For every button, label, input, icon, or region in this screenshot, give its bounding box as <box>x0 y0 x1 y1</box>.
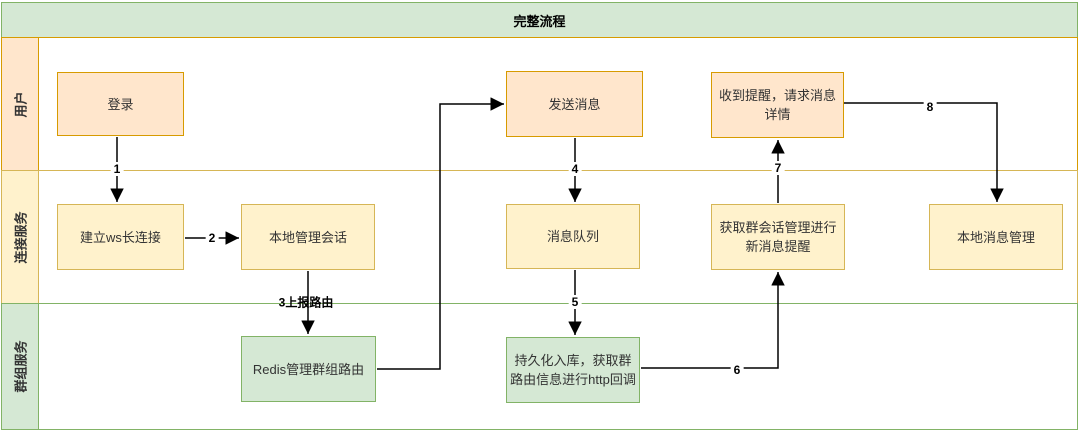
node-receive-notice-label-line2: 详情 <box>764 107 791 122</box>
pool-title-label: 完整流程 <box>513 13 566 29</box>
node-receive-notice-label-line1: 收到提醒，请求消息 <box>718 88 836 103</box>
node-local-session-label: 本地管理会话 <box>268 229 347 245</box>
edge-label-6[interactable]: 6 <box>730 363 744 377</box>
node-ws-connect-label: 建立ws长连接 <box>80 229 161 245</box>
edge-label-8[interactable]: 8 <box>923 100 937 114</box>
lane-group-service-header[interactable]: 群组服务 <box>2 304 39 429</box>
lane-user-header[interactable]: 用户 <box>2 38 39 170</box>
lane-connection-service-label: 连接服务 <box>13 210 29 264</box>
node-redis-route[interactable]: Redis管理群组路由 <box>241 336 376 402</box>
node-persist-label-line2: 路由信息进行http回调 <box>510 372 636 387</box>
node-receive-notice[interactable]: 收到提醒，请求消息 详情 <box>711 72 844 138</box>
edge-label-1[interactable]: 1 <box>110 162 124 176</box>
node-ws-connect[interactable]: 建立ws长连接 <box>57 204 184 270</box>
edge-label-2[interactable]: 2 <box>205 231 219 245</box>
node-local-session[interactable]: 本地管理会话 <box>241 204 375 270</box>
node-local-message[interactable]: 本地消息管理 <box>929 204 1063 270</box>
node-persist-label-line1: 持久化入库，获取群 <box>514 353 632 368</box>
node-persist[interactable]: 持久化入库，获取群 路由信息进行http回调 <box>506 337 640 403</box>
node-login[interactable]: 登录 <box>57 72 184 136</box>
node-redis-route-label: Redis管理群组路由 <box>252 361 365 377</box>
node-login-label: 登录 <box>107 96 134 112</box>
node-message-queue-label: 消息队列 <box>546 229 599 244</box>
edge-label-7[interactable]: 7 <box>771 161 785 175</box>
edge-label-3-report-route[interactable]: 3上报路由 <box>278 295 334 310</box>
node-group-session-label-line2: 新消息提醒 <box>745 239 811 254</box>
pool-title[interactable]: 完整流程 <box>1 2 1078 38</box>
edge-label-5[interactable]: 5 <box>568 295 582 309</box>
node-group-session-label-line1: 获取群会话管理进行 <box>719 220 837 235</box>
node-send-message-label: 发送消息 <box>548 96 601 112</box>
node-local-message-label: 本地消息管理 <box>956 229 1035 245</box>
node-message-queue[interactable]: 消息队列 <box>506 204 640 269</box>
node-send-message[interactable]: 发送消息 <box>506 71 643 137</box>
node-group-session[interactable]: 获取群会话管理进行 新消息提醒 <box>711 204 845 270</box>
lane-connection-service-header[interactable]: 连接服务 <box>2 171 39 303</box>
lane-user-label: 用户 <box>13 90 29 118</box>
edge-label-4[interactable]: 4 <box>568 162 582 176</box>
lane-group-service-label: 群组服务 <box>13 340 29 393</box>
